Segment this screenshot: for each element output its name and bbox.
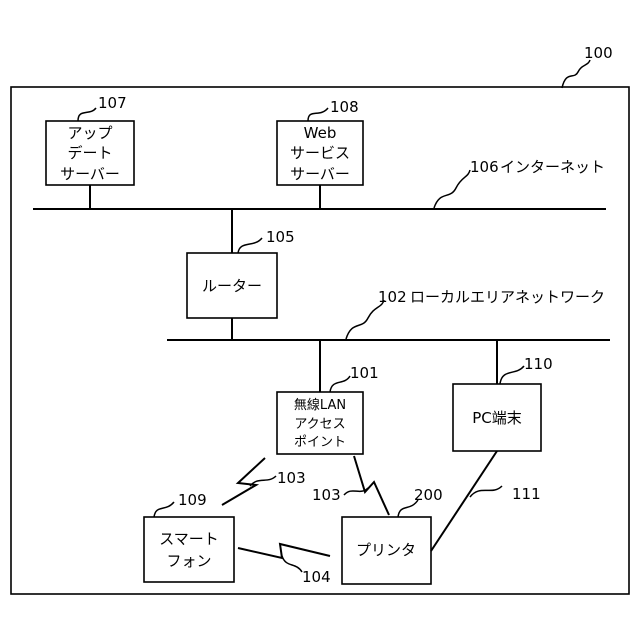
smartphone-box — [144, 517, 234, 582]
system-leader — [562, 60, 590, 88]
update-server-line-1: アップ — [67, 124, 112, 142]
web-server-line-3: サーバー — [290, 165, 350, 183]
lan-label: ローカルエリアネットワーク — [410, 288, 605, 306]
printer-line-1: プリンタ — [356, 541, 416, 559]
internet-label: インターネット — [500, 158, 605, 176]
internet-ref: 106 — [470, 158, 499, 176]
web-server-line-1: Web — [304, 124, 337, 142]
web-server-line-2: サービス — [290, 144, 350, 162]
printer-ref: 200 — [414, 486, 443, 504]
ap-phone-ref: 103 — [277, 469, 306, 487]
smartphone-ref: 109 — [178, 491, 207, 509]
web-server-ref: 108 — [330, 98, 359, 116]
pc-line-1: PC端末 — [472, 409, 522, 427]
system-ref: 100 — [584, 44, 613, 62]
smartphone-line-2: フォン — [166, 552, 211, 570]
access-point-line-2: アクセス — [294, 417, 345, 432]
ap-printer-ref: 103 — [312, 486, 341, 504]
pc-ref: 110 — [524, 355, 553, 373]
lan-ref: 102 — [378, 288, 407, 306]
pc-printer-ref: 111 — [512, 485, 541, 503]
access-point-line-3: ポイント — [294, 435, 346, 450]
access-point-line-1: 無線LAN — [294, 397, 346, 413]
phone-printer-ref: 104 — [302, 568, 331, 586]
update-server-ref: 107 — [98, 94, 127, 112]
update-server-line-2: デート — [67, 144, 112, 162]
smartphone-line-1: スマート — [159, 530, 219, 548]
router-line-1: ルーター — [202, 277, 262, 295]
update-server-line-3: サーバー — [60, 165, 120, 183]
router-ref: 105 — [266, 228, 295, 246]
access-point-ref: 101 — [350, 364, 379, 382]
